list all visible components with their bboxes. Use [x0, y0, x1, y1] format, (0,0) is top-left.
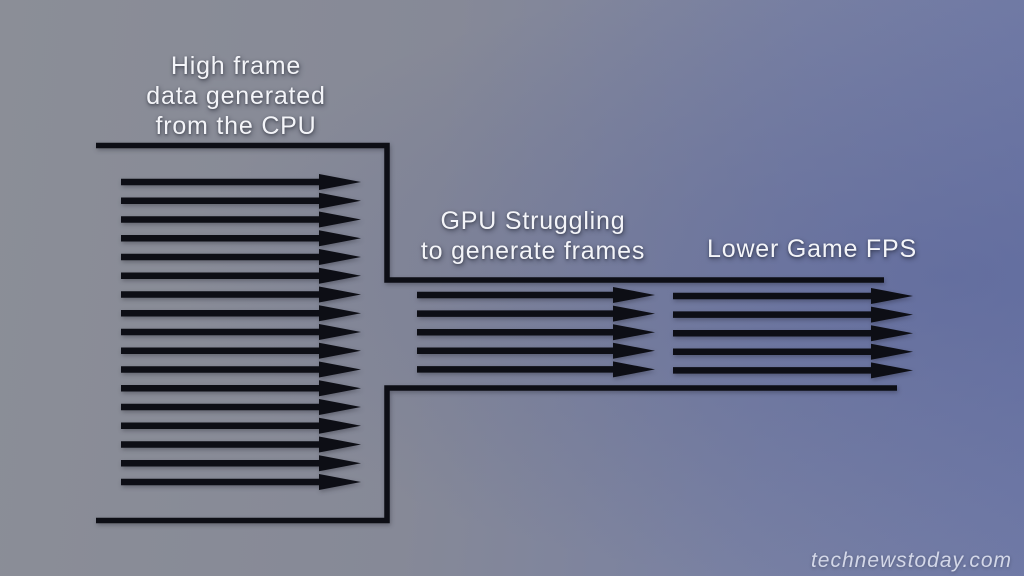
frame-arrow-head: [319, 249, 361, 265]
frame-arrow-head: [613, 305, 655, 322]
cpu-frame-stream-arrows: [121, 174, 361, 490]
frame-arrow-head: [319, 174, 361, 190]
frame-arrow-head: [319, 324, 361, 340]
frame-arrow-head: [871, 343, 913, 360]
frame-arrow-head: [613, 342, 655, 359]
funnel-top-outline: [96, 142, 884, 283]
frame-arrow-head: [319, 342, 361, 359]
frame-arrow-head: [319, 211, 361, 228]
funnel-bottom-outline: [96, 385, 897, 524]
frame-arrow-head: [319, 380, 361, 397]
frame-arrow-head: [319, 192, 361, 209]
frame-arrow-head: [319, 230, 361, 247]
frame-arrow-head: [871, 362, 913, 379]
frame-arrow-head: [871, 325, 913, 342]
watermark-technewstoday: technewstoday.com: [810, 549, 1012, 572]
frame-arrow-head: [613, 287, 655, 303]
frame-arrow-head: [319, 286, 361, 303]
frame-arrow-head: [319, 305, 361, 322]
frame-arrow-head: [613, 324, 655, 341]
frame-arrow-head: [319, 361, 361, 378]
fps-output-stream-arrows: [673, 288, 913, 379]
frame-arrow-head: [319, 436, 361, 453]
label-lower-game-fps: Lower Game FPS: [707, 235, 917, 263]
label-gpu-struggling: GPU Struggling to generate frames: [420, 207, 646, 265]
frame-arrow-head: [319, 267, 361, 284]
frame-arrow-head: [319, 455, 361, 472]
frame-arrow-head: [613, 361, 655, 378]
label-cpu-frame-data: High frame data generated from the CPU: [146, 52, 326, 140]
frame-arrow-head: [871, 306, 913, 323]
frame-arrow-head: [319, 474, 361, 490]
frame-arrow-head: [319, 399, 361, 415]
gpu-frame-stream-arrows: [417, 287, 655, 378]
frame-arrow-head: [319, 417, 361, 434]
frame-arrow-head: [871, 288, 913, 304]
